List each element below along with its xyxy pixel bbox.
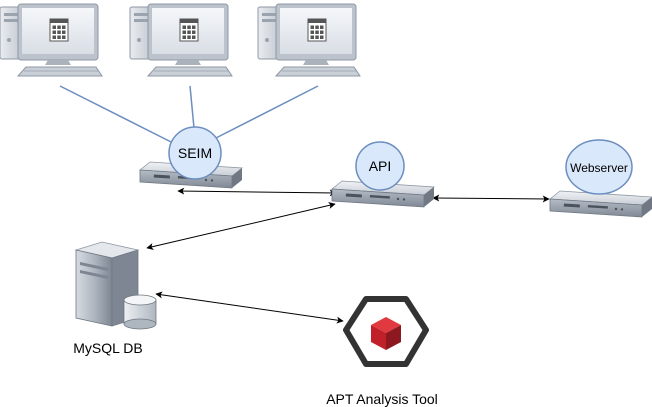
- seim-bubble: [168, 126, 222, 180]
- webserver-label: Webserver: [570, 161, 628, 175]
- webserver-node: Webserver: [549, 139, 652, 218]
- edge-workstation-3-seim: [213, 85, 319, 140]
- edge-seim-api: [177, 187, 337, 197]
- edge-mysql-api: [146, 202, 336, 250]
- apt-analysis-tool-label: APT Analysis Tool: [326, 391, 438, 407]
- edge-mysql-apt-tool: [155, 291, 344, 324]
- seim-label: SEIM: [178, 145, 212, 161]
- apt-analysis-tool-icon: [343, 296, 429, 367]
- webserver-bubble: [565, 139, 633, 195]
- api-node: API: [331, 141, 435, 208]
- edge-api-webserver: [432, 194, 550, 203]
- api-label: API: [369, 158, 392, 174]
- seim-node: SEIM: [139, 126, 243, 189]
- mysql-db-label: MySQL DB: [73, 340, 143, 356]
- edge-workstation-2-seim: [189, 85, 195, 129]
- webserver-server-icon: [549, 190, 652, 218]
- edge-workstation-1-seim: [59, 85, 184, 149]
- api-bubble: [355, 141, 405, 191]
- workstation-1-icon: [0, 3, 103, 77]
- workstation-3-icon: [257, 3, 361, 77]
- workstation-2-icon: [129, 3, 233, 77]
- mysql-db-icon: [74, 241, 157, 330]
